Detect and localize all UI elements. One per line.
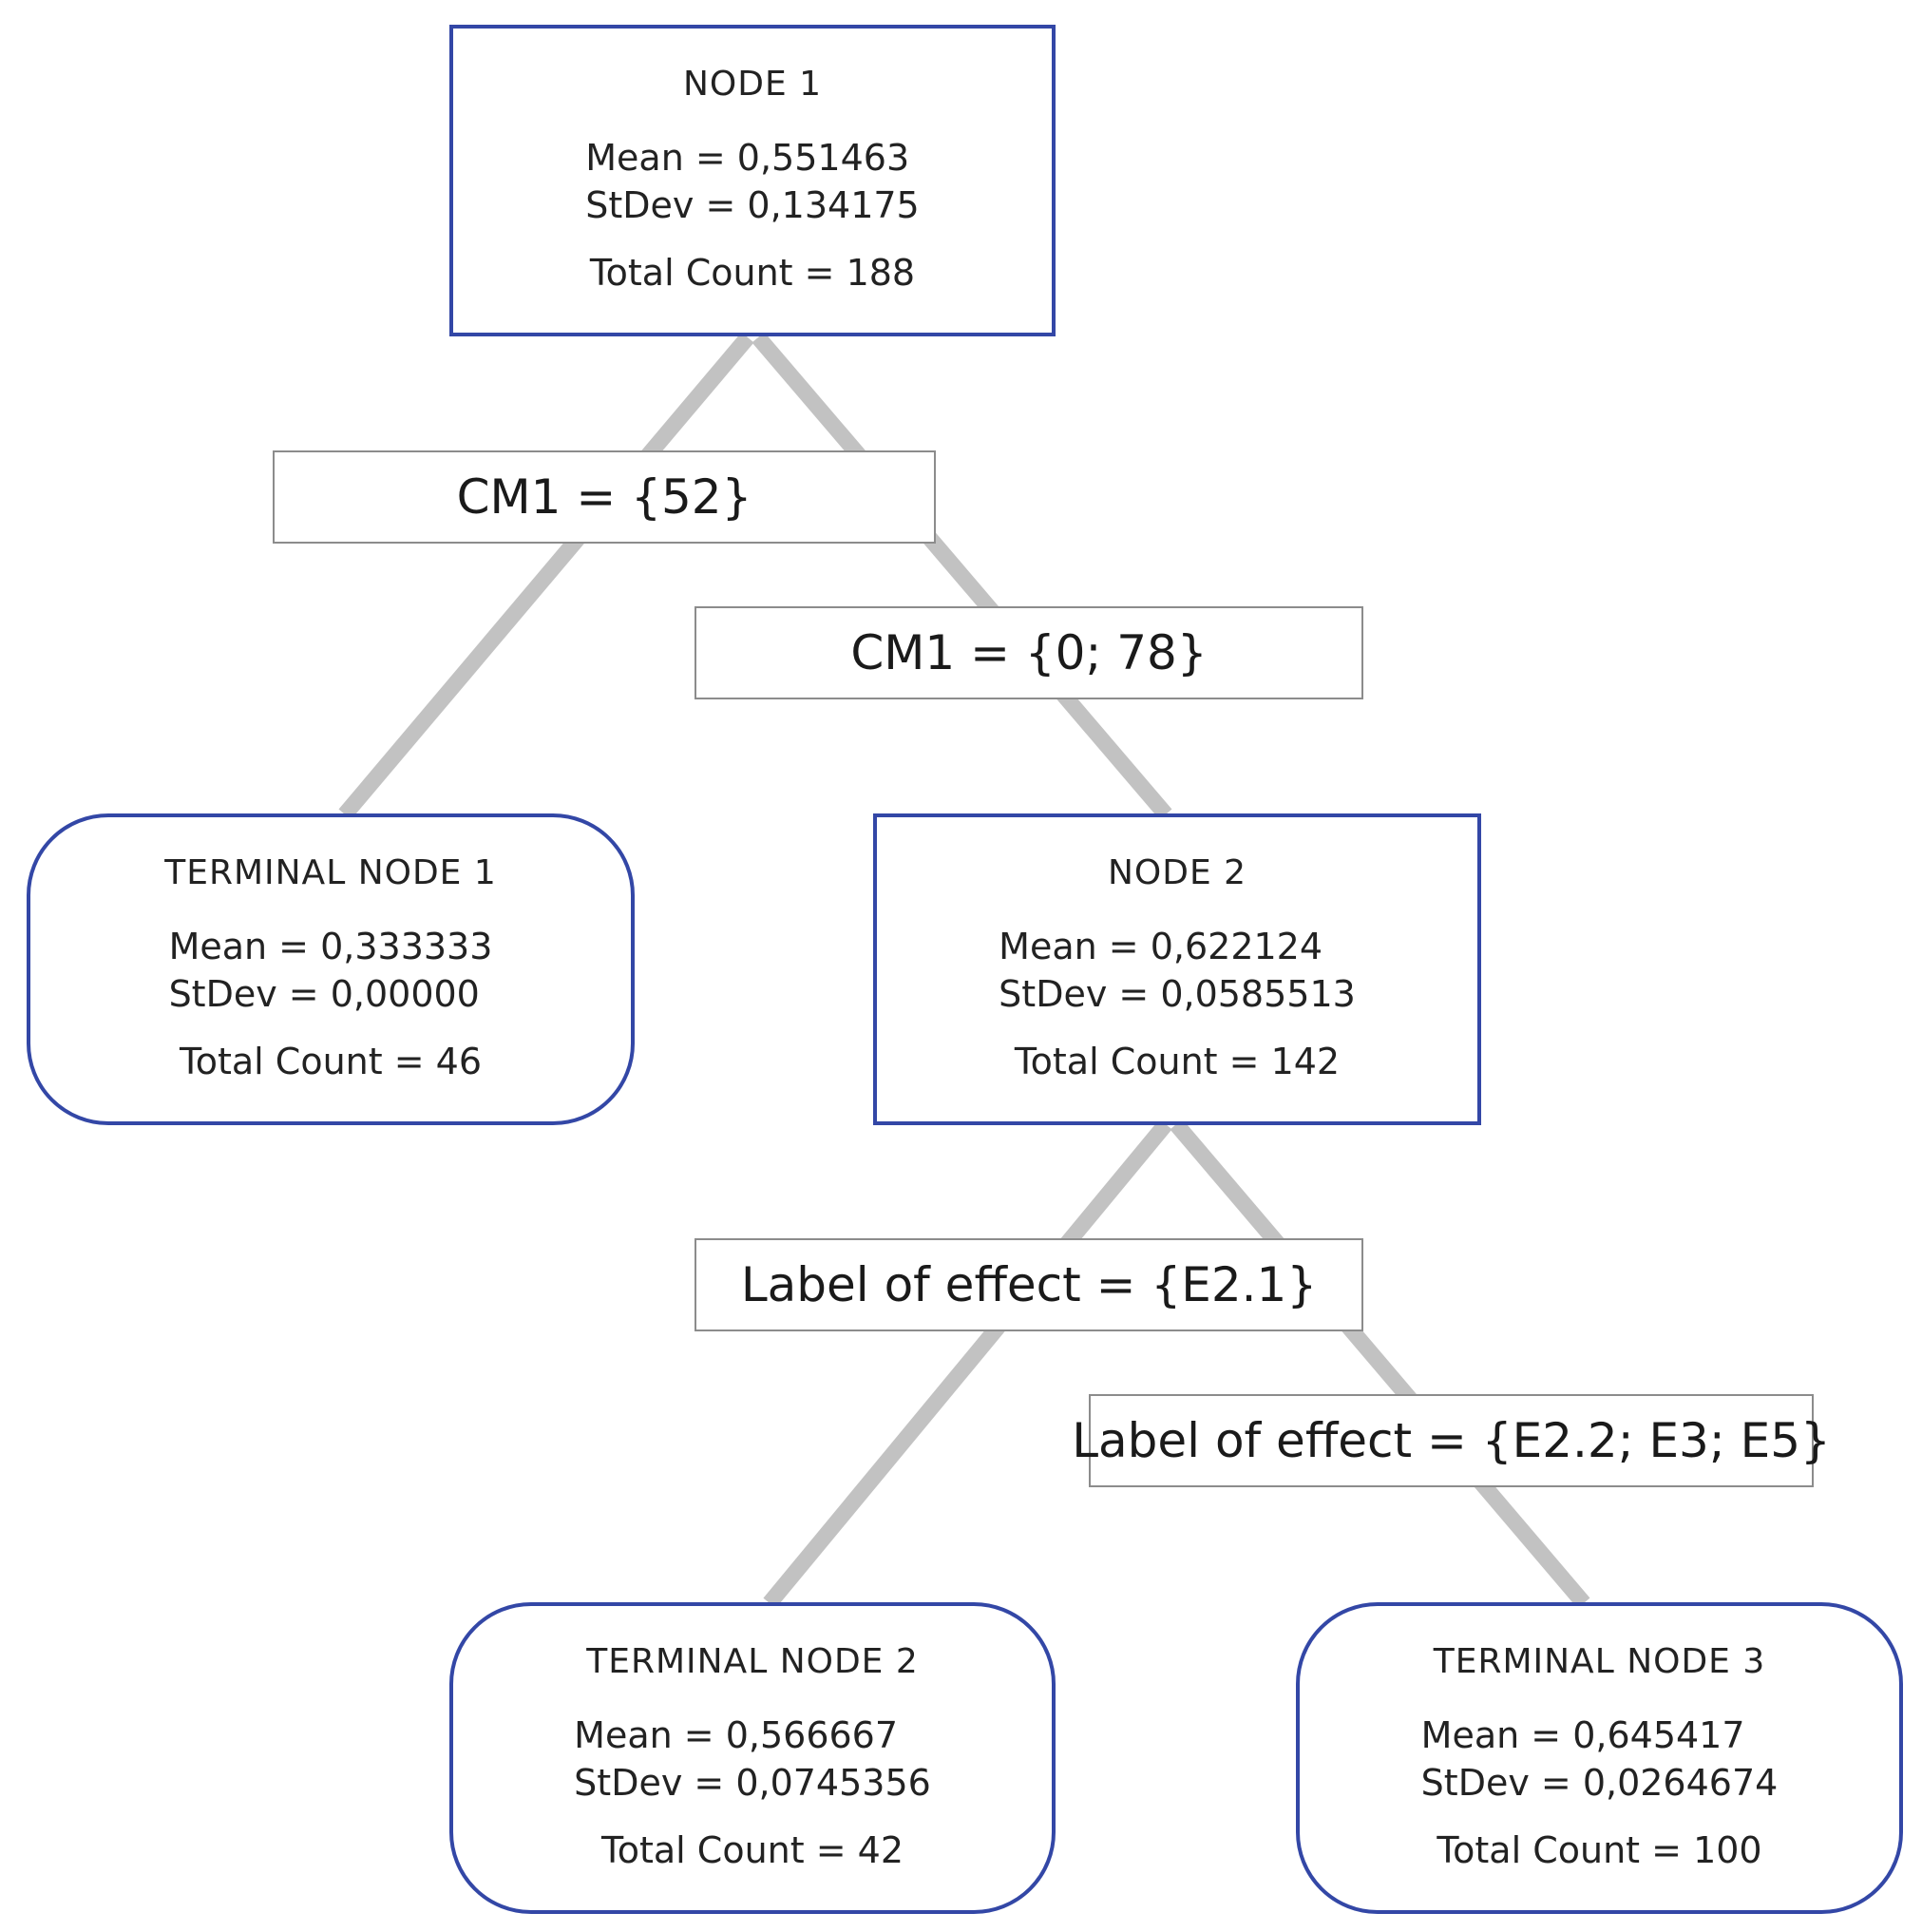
node-1-title: NODE 1 (682, 65, 823, 104)
node-2-count: Total Count = 142 (1014, 1041, 1341, 1082)
terminal-node-3: TERMINAL NODE 3 Mean = 0,645417 StDev = … (1296, 1602, 1903, 1914)
edge-node1-to-terminal1 (338, 332, 754, 820)
edge-node1-to-node2 (752, 332, 1172, 820)
node-1-stdev: StDev = 0,134175 (585, 184, 920, 226)
terminal-node-2-stdev: StDev = 0,0745356 (574, 1762, 931, 1804)
terminal-node-3-stdev: StDev = 0,0264674 (1420, 1762, 1779, 1804)
terminal-node-2: TERMINAL NODE 2 Mean = 0,566667 StDev = … (449, 1602, 1056, 1914)
node-2: NODE 2 Mean = 0,622124 StDev = 0,0585513… (873, 813, 1481, 1125)
terminal-node-3-title: TERMINAL NODE 3 (1433, 1642, 1766, 1681)
terminal-node-1-mean: Mean = 0,333333 (168, 926, 493, 967)
terminal-node-3-mean: Mean = 0,645417 (1420, 1714, 1745, 1756)
node-2-title: NODE 2 (1107, 853, 1247, 892)
split-effect-right: Label of effect = {E2.2; E3; E5} (1072, 1394, 1831, 1487)
terminal-node-1-stats: Mean = 0,333333 StDev = 0,00000 (169, 923, 493, 1018)
node-2-mean: Mean = 0,622124 (999, 926, 1323, 967)
node-2-stats: Mean = 0,622124 StDev = 0,0585513 (999, 923, 1356, 1018)
node-1-mean: Mean = 0,551463 (585, 137, 910, 179)
edge-node2-to-terminal2 (763, 1119, 1172, 1609)
terminal-node-2-title: TERMINAL NODE 2 (586, 1642, 919, 1681)
terminal-node-2-stats: Mean = 0,566667 StDev = 0,0745356 (574, 1712, 931, 1807)
terminal-node-2-mean: Mean = 0,566667 (574, 1714, 899, 1756)
edge-node2-to-terminal3 (1170, 1119, 1590, 1609)
terminal-node-1-title: TERMINAL NODE 1 (164, 853, 497, 892)
split-cm1-left: CM1 = {52} (273, 450, 936, 544)
node-1: NODE 1 Mean = 0,551463 StDev = 0,134175 … (449, 25, 1056, 336)
terminal-node-1-count: Total Count = 46 (179, 1041, 483, 1082)
terminal-node-1-stdev: StDev = 0,00000 (168, 973, 480, 1015)
terminal-node-3-count: Total Count = 100 (1437, 1829, 1762, 1871)
node-1-stats: Mean = 0,551463 StDev = 0,134175 (585, 134, 919, 229)
split-cm1-right: CM1 = {0; 78} (695, 606, 1363, 699)
terminal-node-2-count: Total Count = 42 (600, 1829, 904, 1871)
terminal-node-3-stats: Mean = 0,645417 StDev = 0,0264674 (1421, 1712, 1779, 1807)
terminal-node-1: TERMINAL NODE 1 Mean = 0,333333 StDev = … (27, 813, 635, 1125)
node-1-count: Total Count = 188 (589, 252, 916, 294)
split-effect-left: Label of effect = {E2.1} (695, 1238, 1363, 1331)
node-2-stdev: StDev = 0,0585513 (999, 973, 1356, 1015)
